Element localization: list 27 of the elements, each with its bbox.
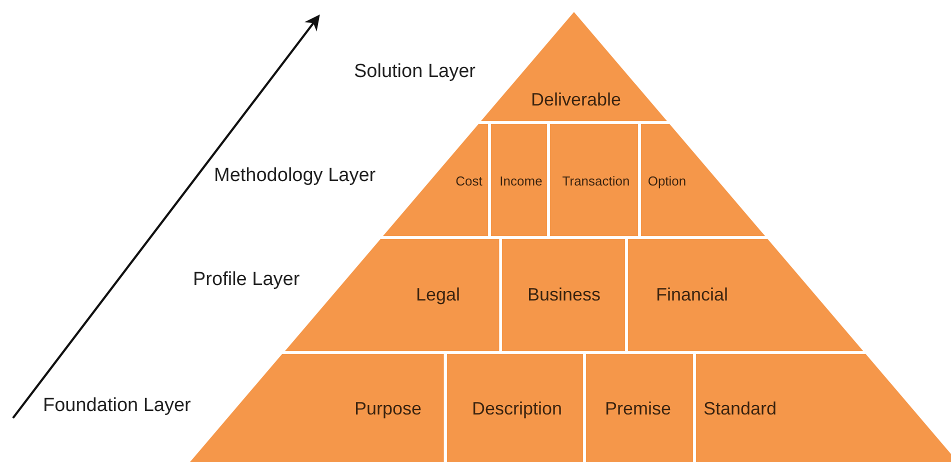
pyramid-segment [586, 354, 693, 462]
segment-label: Income [500, 174, 542, 188]
segment-label: Legal [416, 284, 460, 306]
segment-label: Deliverable [530, 90, 621, 110]
pyramid-segment [502, 239, 625, 351]
segment-label: Business [527, 284, 601, 306]
pyramid-segment [696, 354, 951, 462]
layer-label: Methodology Layer [214, 165, 376, 187]
layer-label: Foundation Layer [43, 395, 191, 417]
pyramid-segment [550, 124, 638, 236]
pyramid-segment [491, 124, 547, 236]
pyramid-segment [641, 124, 766, 236]
pyramid-segment [481, 12, 667, 121]
pyramid-segment [190, 354, 444, 462]
segment-label: Description [472, 398, 562, 420]
layer-label: Solution Layer [354, 61, 476, 83]
segment-label: Purpose [354, 398, 422, 420]
segment-label: Cost [456, 174, 482, 188]
pyramid-segment [628, 239, 864, 351]
segment-label: Option [648, 174, 686, 188]
segment-label: Financial [656, 284, 728, 306]
pyramid-segment [382, 124, 488, 236]
layer-label: Profile Layer [193, 269, 300, 291]
pyramid-segment [447, 354, 583, 462]
segment-label: Premise [605, 398, 671, 420]
segment-label: Transaction [562, 174, 630, 188]
segment-label: Standard [703, 398, 777, 420]
